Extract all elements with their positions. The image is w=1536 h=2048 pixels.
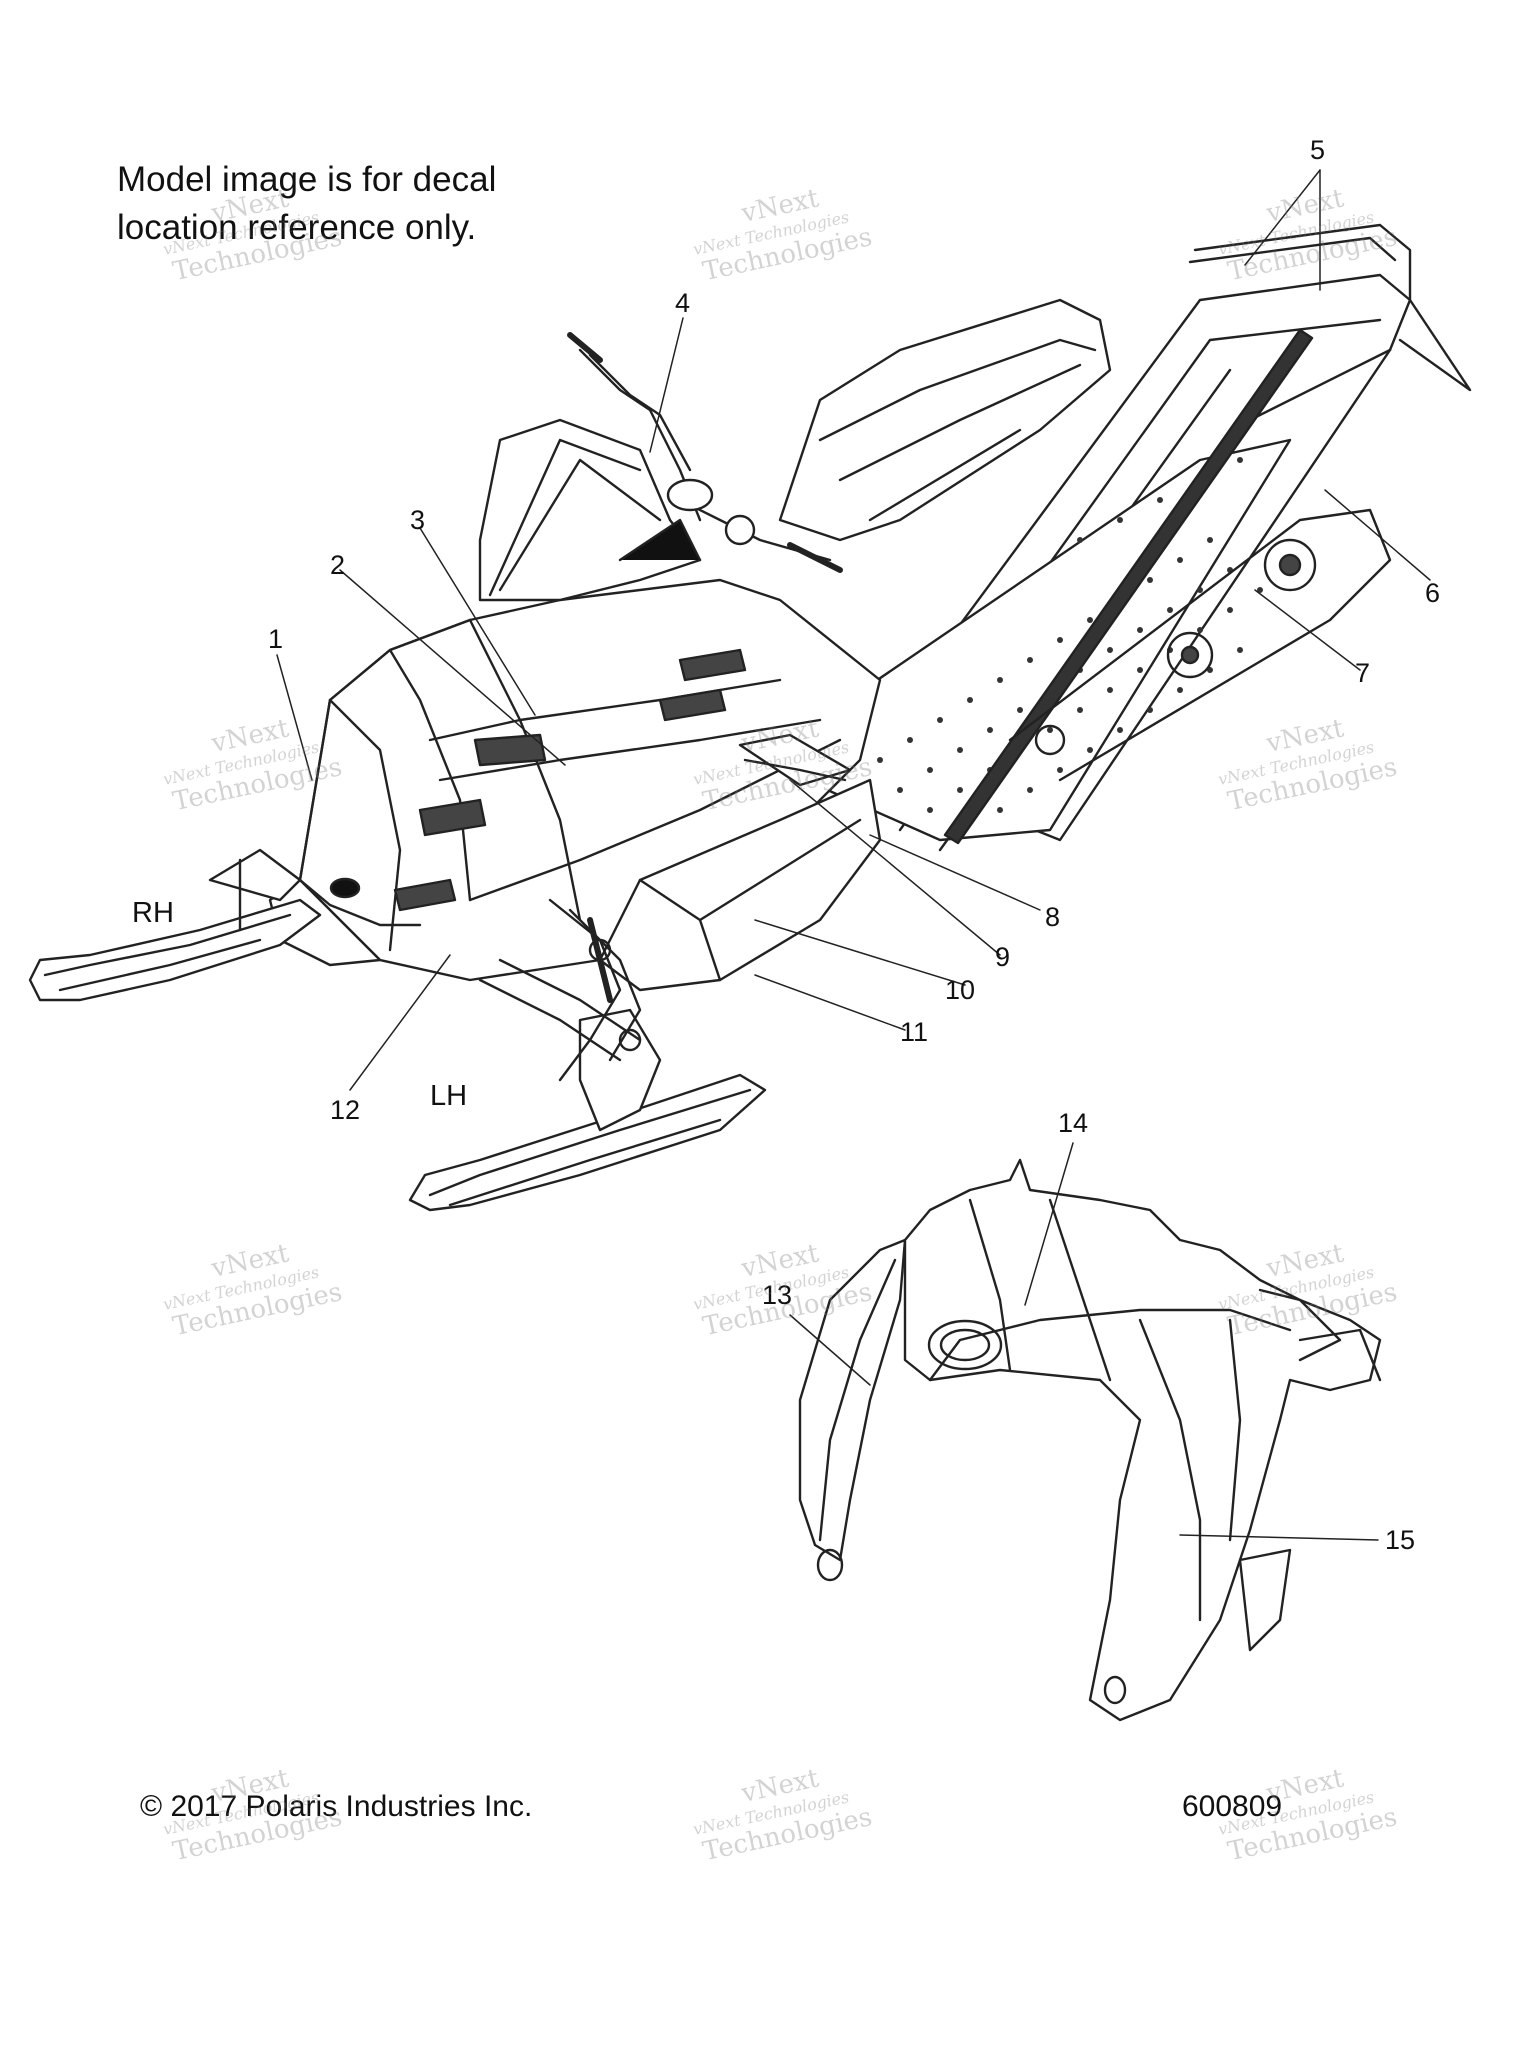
callout-9: 9 xyxy=(995,942,1011,972)
front-suspension xyxy=(478,898,642,1082)
hood xyxy=(268,578,882,992)
side-panel-13 xyxy=(798,1238,907,1582)
callout-5: 5 xyxy=(1310,135,1326,165)
seat xyxy=(778,298,1112,542)
callout-14: 14 xyxy=(1058,1108,1089,1138)
leader-lines xyxy=(276,169,1431,1541)
right-hand-label: RH xyxy=(132,897,174,929)
callout-3: 3 xyxy=(410,505,426,535)
copyright: © 2017 Polaris Industries Inc. xyxy=(140,1790,533,1823)
windshield xyxy=(478,418,702,602)
handlebar xyxy=(567,332,843,573)
callout-6: 6 xyxy=(1425,578,1441,608)
callout-1: 1 xyxy=(268,624,284,654)
side-panel-14-15 xyxy=(903,1158,1382,1722)
reference-note-line-2: location reference only. xyxy=(117,208,477,247)
callout-7: 7 xyxy=(1355,658,1371,688)
callout-15: 15 xyxy=(1385,1525,1416,1555)
callout-2: 2 xyxy=(330,550,346,580)
reference-note-line-1: Model image is for decal xyxy=(117,160,497,199)
diagram-number: 600809 xyxy=(1182,1790,1283,1823)
callout-11: 11 xyxy=(900,1017,929,1047)
reference-note: Model image is for decal location refere… xyxy=(117,156,496,252)
right-ski xyxy=(28,848,322,1002)
left-hand-label: LH xyxy=(430,1080,468,1112)
tunnel-assembly xyxy=(758,223,1472,852)
callout-13: 13 xyxy=(762,1280,793,1310)
callout-8: 8 xyxy=(1045,902,1061,932)
callout-12: 12 xyxy=(330,1095,361,1125)
callout-10: 10 xyxy=(945,975,976,1005)
callout-4: 4 xyxy=(675,288,691,318)
